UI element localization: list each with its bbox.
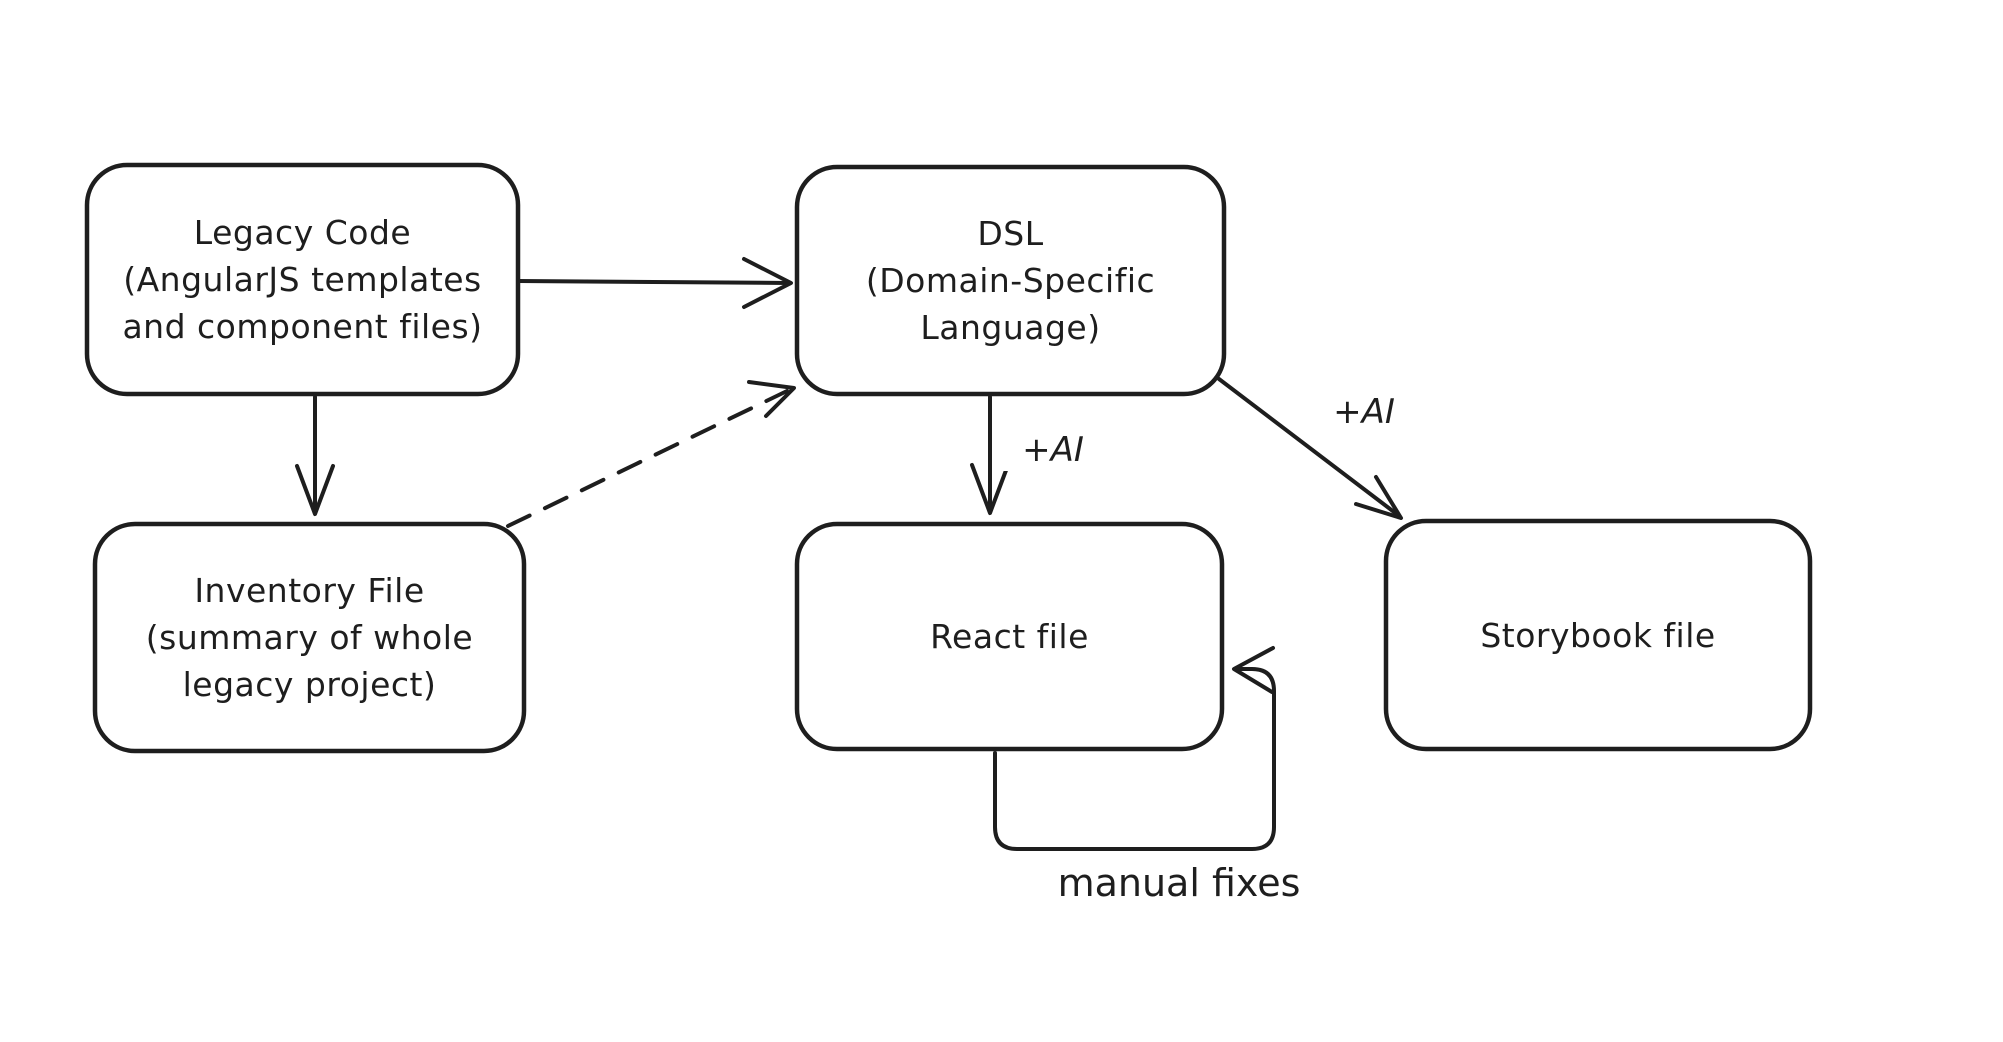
- edge-label-ai-dsl-storybook: +AI: [1311, 391, 1417, 433]
- arrowhead-down-icon: [970, 463, 1010, 515]
- react-file-label: React file: [930, 617, 1089, 656]
- arrowhead-right-icon: [742, 257, 793, 309]
- edge-label-manual-fixes: manual fixes: [1049, 858, 1309, 908]
- arrow-react-self-loop: [993, 646, 1276, 851]
- react-file-box: [794, 521, 1225, 752]
- arrow-inventory-to-dsl: [506, 380, 796, 528]
- arrowhead-upright-icon: [747, 380, 796, 418]
- inventory-file-box: [92, 521, 527, 754]
- edge-label-ai-dsl-react: +AI: [1000, 429, 1106, 471]
- arrowhead-downright-icon: [1354, 475, 1403, 520]
- storybook-file-label: Storybook file: [1480, 615, 1716, 655]
- arrow-legacy-to-dsl: [516, 257, 793, 309]
- arrowhead-down-icon: [295, 464, 335, 516]
- arrowhead-left-icon: [1232, 646, 1275, 694]
- dsl-label: DSL (Domain-Specific Language): [865, 214, 1156, 347]
- storybook-file-box: [1383, 518, 1813, 752]
- dsl-box: [794, 164, 1227, 397]
- arrow-dsl-to-react: [970, 395, 1010, 515]
- arrow-dsl-to-storybook: [1217, 377, 1403, 520]
- legacy-code-label: Legacy Code (AngularJS templates and com…: [122, 213, 483, 346]
- arrow-legacy-to-inventory: [295, 395, 335, 516]
- inventory-file-label: Inventory File (summary of whole legacy …: [145, 571, 474, 704]
